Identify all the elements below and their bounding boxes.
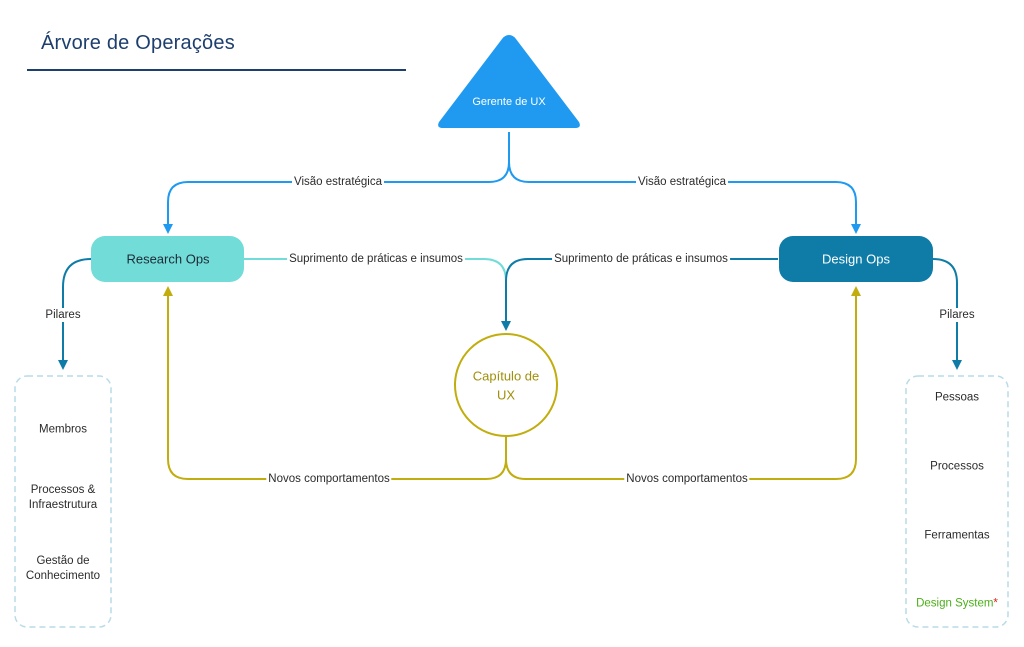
research-ops-node: [91, 236, 244, 282]
design-system-asterisk: *: [993, 597, 998, 610]
chapter-node: [454, 333, 558, 437]
supply-left-label: Suprimento de práticas e insumos: [287, 252, 465, 266]
pillars-right-label: Pilares: [937, 308, 977, 322]
research-pillar-item: Membros: [39, 423, 87, 438]
design-system-label: Design System: [916, 597, 994, 610]
manager-node: [438, 35, 580, 128]
title-underline: [27, 69, 406, 71]
pillars-right-connector: [932, 258, 962, 370]
design-pillar-item: Pessoas: [934, 391, 980, 404]
research-pillar-line1: Processos &: [30, 484, 96, 496]
vision-right-connector: [508, 161, 861, 234]
pillars-left-connector: [58, 258, 92, 370]
design-pillar-item: Processos: [930, 460, 984, 473]
vision-right-label: Visão estratégica: [635, 175, 729, 189]
manager-label: Gerente de UX: [472, 96, 546, 108]
design-ops-label: Design Ops: [822, 251, 890, 267]
behaviors-right-connector: [505, 286, 861, 480]
research-pillar-line1: Membros: [39, 423, 87, 436]
design-ops-node: [779, 236, 933, 282]
pillars-left-label: Pilares: [43, 308, 83, 322]
research-pillars-box: [14, 375, 112, 628]
research-pillar-item: Gestão de Conhecimento: [26, 554, 100, 584]
chapter-label-line2: UX: [496, 387, 516, 403]
chapter-label-line1: Capítulo de: [472, 368, 540, 384]
research-pillar-line2: Conhecimento: [25, 570, 101, 582]
behaviors-right-label: Novos comportamentos: [624, 472, 750, 486]
design-pillar-item: Ferramentas: [924, 529, 990, 542]
supply-right-label: Suprimento de práticas e insumos: [552, 252, 730, 266]
supply-right-connector: [501, 258, 778, 331]
behaviors-left-label: Novos comportamentos: [266, 472, 392, 486]
research-ops-label: Research Ops: [126, 251, 210, 267]
vision-left-label: Visão estratégica: [291, 175, 385, 189]
page-title: Árvore de Operações: [41, 32, 235, 54]
research-pillar-line1: Gestão de: [36, 555, 90, 567]
design-system-item: Design System*: [916, 597, 998, 612]
research-pillar-item: Processos & Infraestrutura: [29, 483, 97, 513]
supply-left-connector: [244, 258, 507, 326]
design-pillars-box: [905, 375, 1009, 628]
research-pillar-line2: Infraestrutura: [28, 499, 98, 511]
